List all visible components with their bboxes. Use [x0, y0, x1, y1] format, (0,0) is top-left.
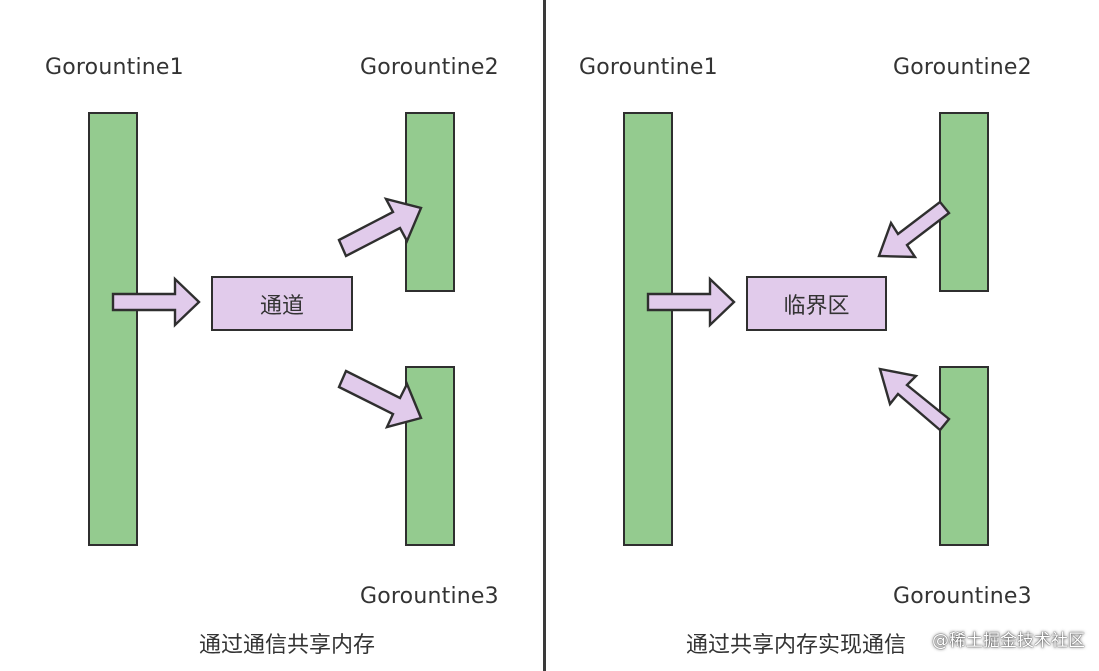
- goroutine1-bar: [88, 112, 138, 546]
- goroutine1-label: Gorountine1: [45, 55, 184, 80]
- goroutine3-label: Gorountine3: [893, 584, 1032, 609]
- arrow-g3-to-critical-section: [878, 367, 951, 432]
- goroutine1-bar: [623, 112, 673, 546]
- arrow-channel-to-g3: [337, 369, 423, 429]
- left-diagram-panel: Gorountine1 Gorountine2 Gorountine3 通道 通…: [0, 0, 545, 671]
- goroutine2-bar: [405, 112, 455, 292]
- arrow-channel-to-g2: [337, 197, 423, 258]
- goroutine2-label: Gorountine2: [893, 55, 1032, 80]
- goroutine3-bar: [939, 366, 989, 546]
- watermark-text: @稀土掘金技术社区: [932, 631, 1085, 651]
- goroutine3-bar: [405, 366, 455, 546]
- critical-section-box: 临界区: [746, 276, 887, 331]
- goroutine2-label: Gorountine2: [360, 55, 499, 80]
- goroutine2-bar: [939, 112, 989, 292]
- channel-box-label: 通道: [259, 293, 304, 319]
- goroutine1-label: Gorountine1: [579, 55, 718, 80]
- right-diagram-panel: Gorountine1 Gorountine2 Gorountine3 临界区 …: [546, 0, 1091, 671]
- left-caption: 通过通信共享内存: [199, 633, 376, 658]
- arrow-g1-to-channel: [111, 276, 201, 328]
- channel-box: 通道: [211, 276, 353, 331]
- critical-section-label: 临界区: [783, 293, 850, 319]
- goroutine3-label: Gorountine3: [360, 584, 499, 609]
- arrow-g1-to-critical-section: [646, 276, 736, 328]
- arrow-g2-to-critical-section: [877, 200, 951, 259]
- panel-divider: [543, 0, 546, 671]
- right-caption: 通过共享内存实现通信: [686, 633, 907, 658]
